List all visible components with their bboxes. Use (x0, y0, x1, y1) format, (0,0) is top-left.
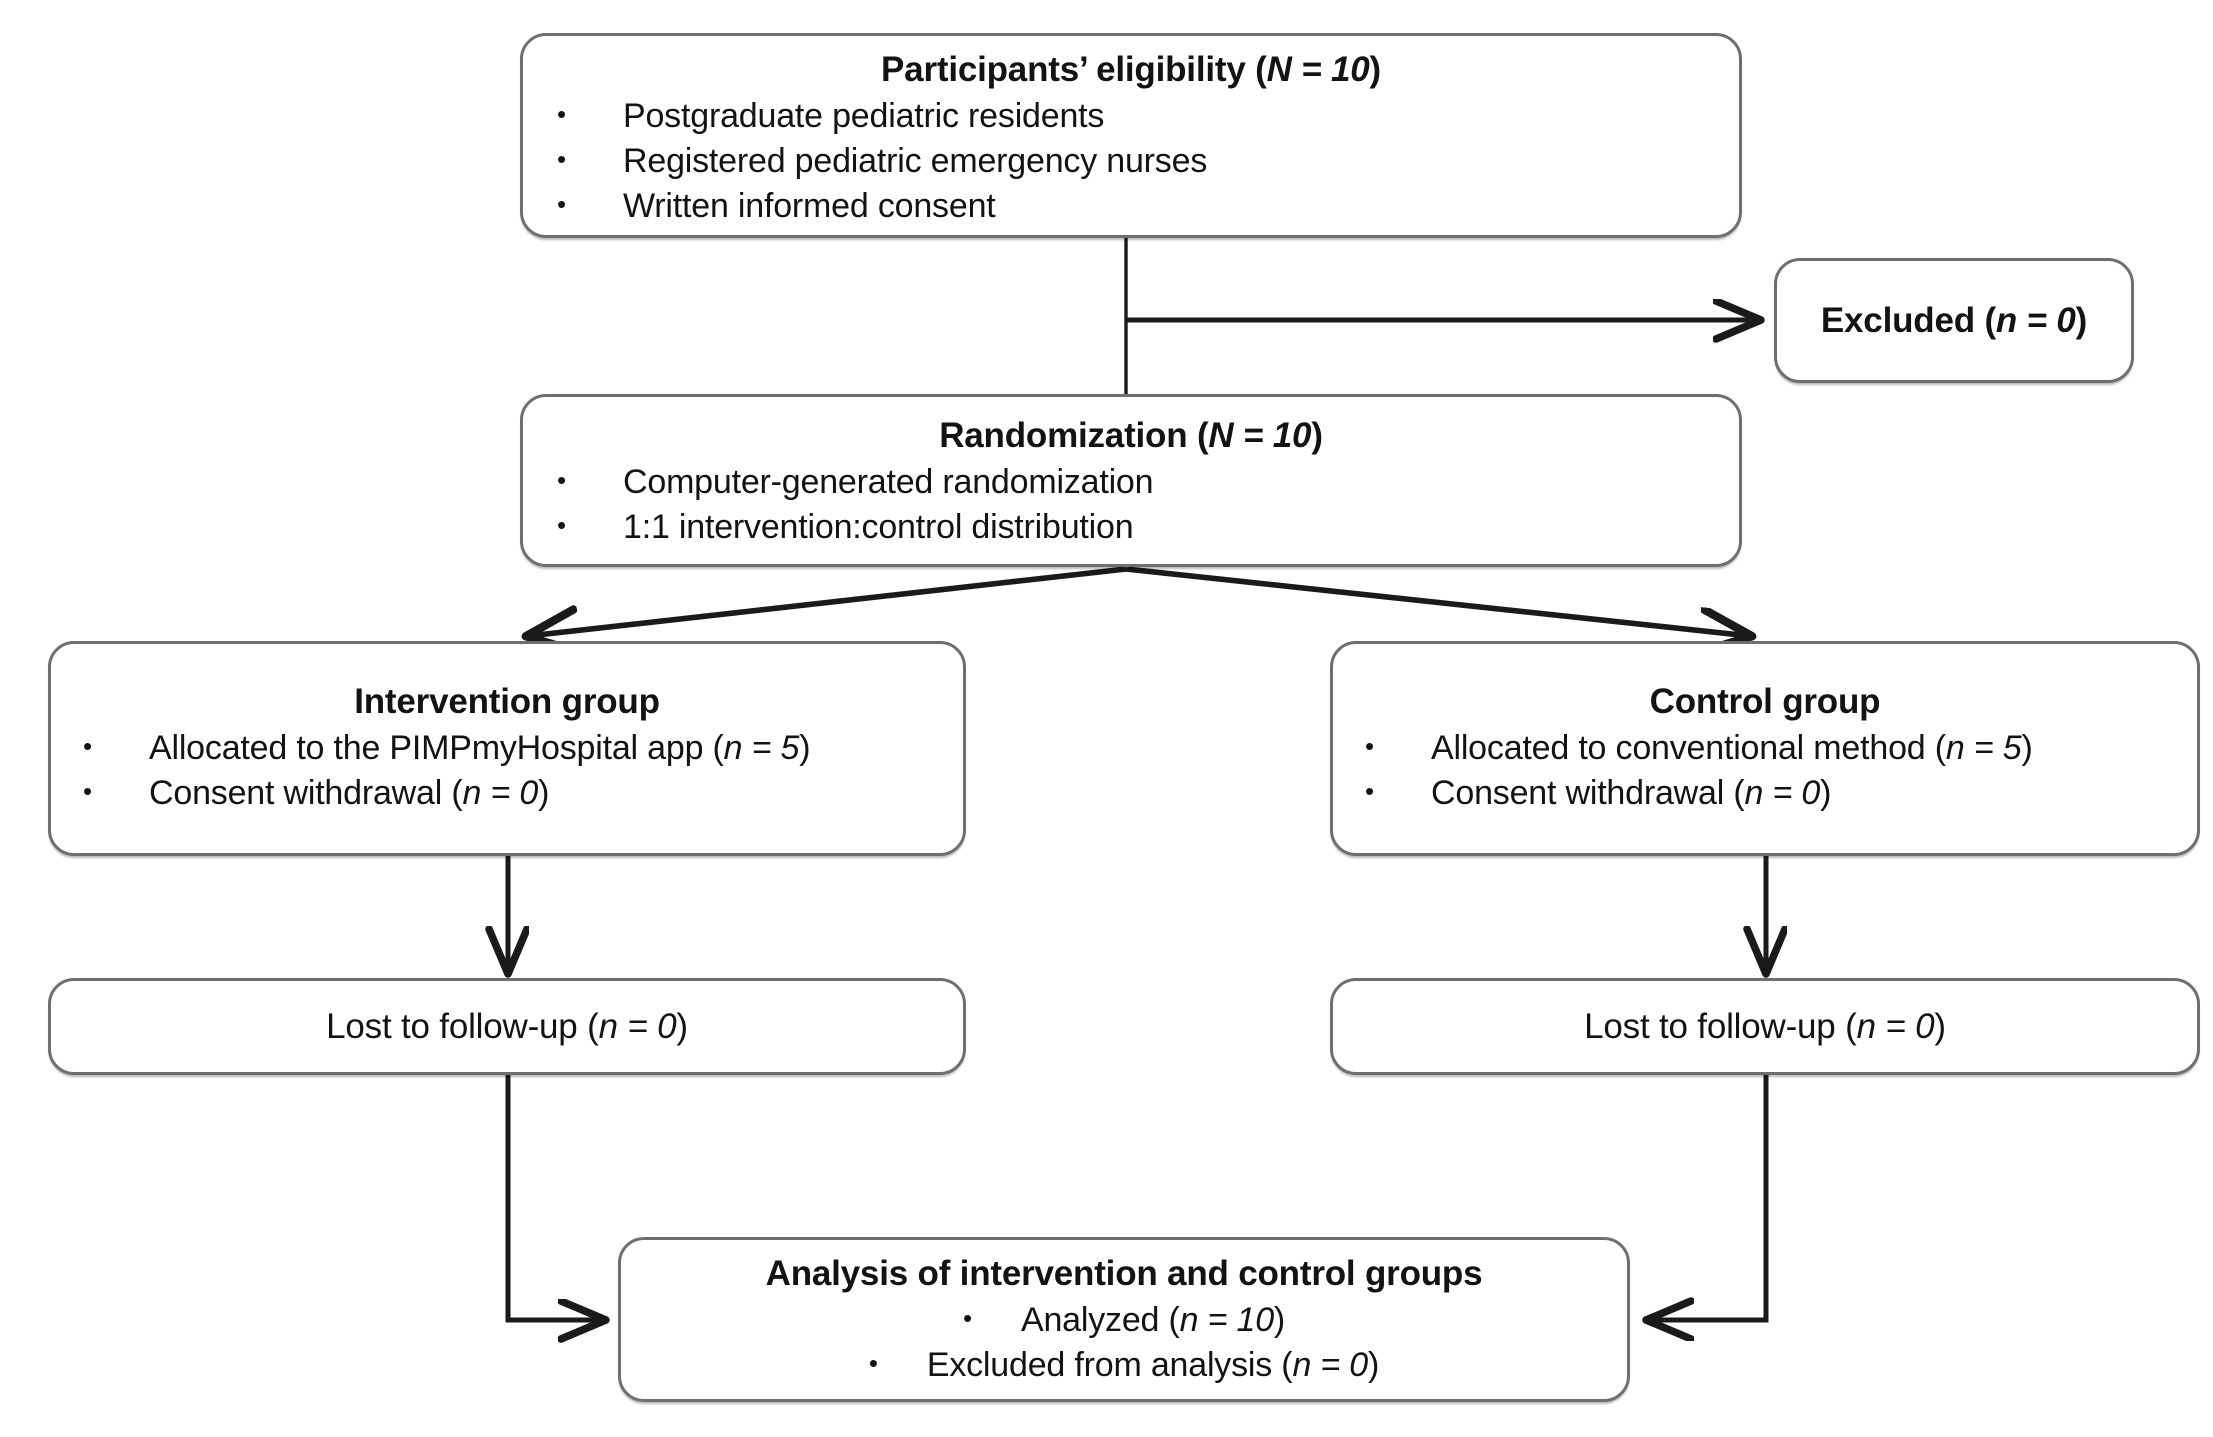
list-item: • Excluded from analysis (n = 0) (869, 1343, 1379, 1388)
node-bullet-list: • Allocated to the PIMPmyHospital app (n… (51, 726, 963, 816)
node-bullet-list: • Computer-generated randomization • 1:1… (523, 460, 1739, 550)
connector-lost-left-to-analysis (505, 1075, 604, 1320)
lost-right-stat: n = 0 (1856, 1006, 1935, 1046)
node-intervention-group: Intervention group • Allocated to the PI… (48, 641, 966, 856)
node-title: Lost to follow-up (n = 0) (1584, 1006, 1946, 1046)
bullet-glyph: • (557, 143, 566, 174)
list-item-label: Computer-generated randomization (623, 463, 1154, 502)
bullet-glyph: • (962, 1303, 972, 1334)
bullet-glyph: • (557, 465, 566, 496)
list-item: • Allocated to the PIMPmyHospital app (n… (61, 726, 963, 771)
randomization-stat: N = 10 (1208, 415, 1312, 455)
list-item-label: Allocated to the PIMPmyHospital app (n =… (149, 729, 811, 768)
list-item: • Postgraduate pediatric residents (523, 94, 1739, 139)
node-analysis: Analysis of intervention and control gro… (618, 1237, 1630, 1402)
list-item-label: 1:1 intervention:control distribution (623, 508, 1134, 547)
list-item: • Computer-generated randomization (523, 460, 1739, 505)
list-item-stat: n = 0 (1292, 1346, 1369, 1385)
bullet-glyph: • (557, 98, 566, 129)
node-randomization: Randomization (N = 10) • Computer-genera… (520, 394, 1742, 567)
list-item-label: Analyzed (n = 10) (1020, 1301, 1286, 1340)
bullet-glyph: • (83, 731, 92, 762)
node-title: Analysis of intervention and control gro… (765, 1253, 1483, 1293)
list-item: • Consent withdrawal (n = 0) (61, 771, 963, 816)
node-control-group: Control group • Allocated to conventiona… (1330, 641, 2200, 856)
bullet-glyph: • (1365, 776, 1374, 807)
list-item: • Registered pediatric emergency nurses (523, 139, 1739, 184)
list-item-stat: n = 10 (1179, 1301, 1274, 1340)
node-title: Control group (1649, 681, 1881, 721)
bullet-glyph: • (83, 776, 92, 807)
list-item-label: Postgraduate pediatric residents (623, 96, 1105, 135)
list-item-stat: n = 0 (462, 774, 539, 813)
bullet-glyph: • (557, 510, 566, 541)
node-title: Randomization (N = 10) (939, 415, 1323, 455)
bullet-glyph: • (557, 188, 566, 219)
list-item-label: Consent withdrawal (n = 0) (1431, 774, 1832, 813)
list-item-label: Excluded from analysis (n = 0) (926, 1346, 1380, 1385)
node-title: Intervention group (354, 681, 660, 721)
list-item: • 1:1 intervention:control distribution (523, 505, 1739, 550)
node-title: Lost to follow-up (n = 0) (326, 1006, 688, 1046)
node-lost-to-followup-control: Lost to follow-up (n = 0) (1330, 978, 2200, 1075)
list-item-stat: n = 5 (1945, 729, 2022, 768)
bullet-glyph: • (868, 1348, 878, 1379)
lost-left-stat: n = 0 (598, 1006, 677, 1046)
node-title: Excluded (n = 0) (1820, 300, 2088, 340)
list-item-label: Consent withdrawal (n = 0) (149, 774, 550, 813)
connector-lost-right-to-analysis (1648, 1075, 1769, 1320)
node-bullet-list: • Allocated to conventional method (n = … (1333, 726, 2197, 816)
list-item-label: Allocated to conventional method (n = 5) (1431, 729, 2033, 768)
excluded-stat: n = 0 (1995, 300, 2076, 340)
bullet-glyph: • (1365, 731, 1374, 762)
node-bullet-list: • Postgraduate pediatric residents • Reg… (523, 94, 1739, 229)
list-item-stat: n = 0 (1744, 774, 1821, 813)
connector-randomization-to-intervention (528, 566, 1127, 636)
list-item-label: Registered pediatric emergency nurses (623, 141, 1208, 180)
list-item: • Allocated to conventional method (n = … (1343, 726, 2197, 771)
node-lost-to-followup-intervention: Lost to follow-up (n = 0) (48, 978, 966, 1075)
eligibility-stat: N = 10 (1266, 49, 1370, 89)
list-item-label: Written informed consent (623, 186, 996, 225)
node-bullet-list: • Analyzed (n = 10) • Excluded from anal… (621, 1298, 1627, 1388)
node-title: Participants’ eligibility (N = 10) (881, 49, 1381, 89)
node-participants-eligibility: Participants’ eligibility (N = 10) • Pos… (520, 33, 1742, 238)
node-excluded: Excluded (n = 0) (1774, 258, 2134, 383)
list-item: • Consent withdrawal (n = 0) (1343, 771, 2197, 816)
list-item-stat: n = 5 (723, 729, 800, 768)
list-item: • Analyzed (n = 10) (963, 1298, 1285, 1343)
list-item: • Written informed consent (523, 184, 1739, 229)
connector-randomization-to-control (1125, 566, 1750, 636)
